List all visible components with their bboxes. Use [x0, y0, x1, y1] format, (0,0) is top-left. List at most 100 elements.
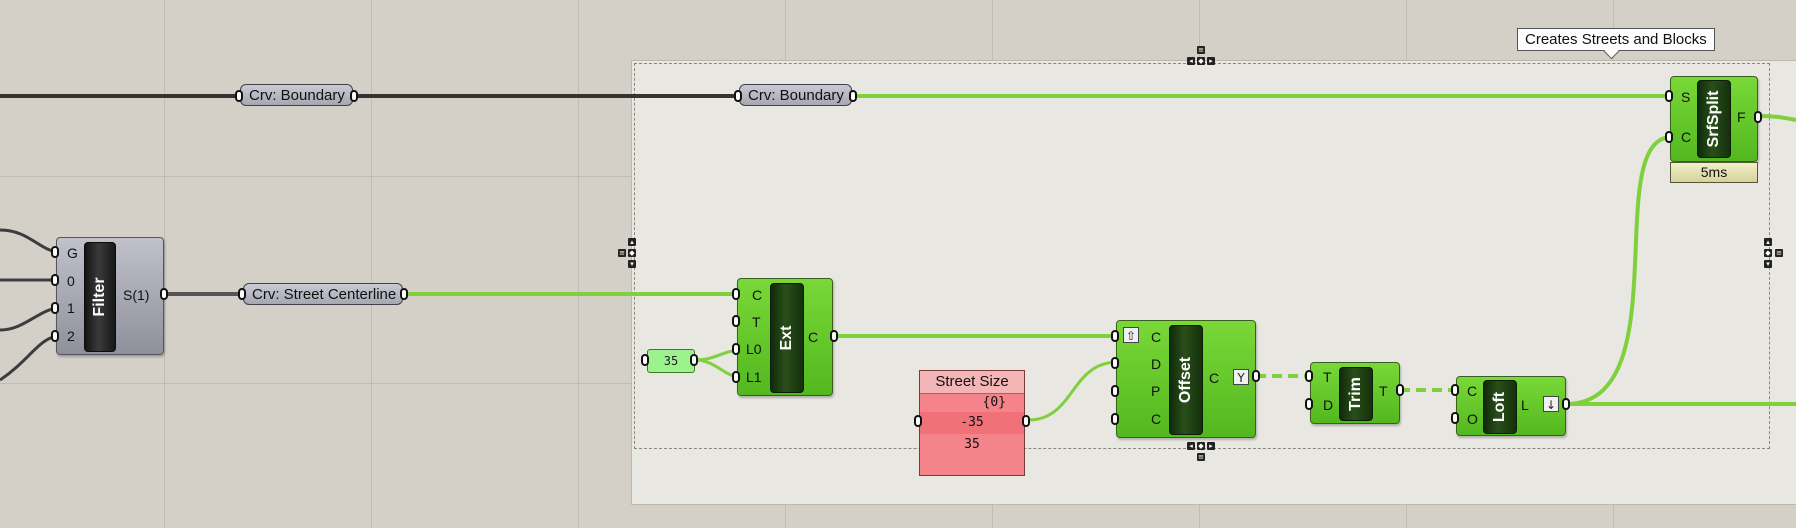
group-handle-bottom-3[interactable]: ▸ — [1207, 442, 1215, 450]
length-slider[interactable]: 35 — [647, 349, 695, 373]
offset-grip-out[interactable] — [1252, 370, 1260, 382]
slider-grip-out[interactable] — [690, 354, 698, 366]
flatten-arrow-down-icon[interactable]: ↓ — [1543, 396, 1559, 412]
srfsplit-input-c[interactable]: C — [1681, 129, 1692, 145]
slider-grip-in[interactable] — [641, 354, 649, 366]
group-handle-left-4[interactable]: ▾ — [628, 260, 636, 268]
panel-title: Street Size — [920, 371, 1024, 394]
offset-input-c2[interactable]: C — [1151, 411, 1162, 427]
offset-grip-p[interactable] — [1111, 385, 1119, 397]
panel-grip-out[interactable] — [1022, 415, 1030, 427]
offset-grip-c1[interactable] — [1111, 330, 1119, 342]
ext-grip-t[interactable] — [732, 315, 740, 327]
loft-component[interactable]: Loft C O L ↓ — [1456, 376, 1566, 436]
group-handle-left-1[interactable]: ▴ — [628, 238, 636, 246]
srfsplit-grip-c[interactable] — [1665, 131, 1673, 143]
offset-input-c1[interactable]: C — [1151, 329, 1162, 345]
group-handle-right-1[interactable]: ▴ — [1764, 238, 1772, 246]
offset-input-p[interactable]: P — [1151, 383, 1161, 399]
trim-input-d[interactable]: D — [1323, 397, 1334, 413]
group-handle-bottom-2[interactable]: ◆ — [1197, 442, 1205, 450]
filter-input-2[interactable]: 2 — [67, 328, 75, 344]
street-size-panel[interactable]: Street Size {0} -35 35 — [919, 370, 1025, 476]
ext-input-l0[interactable]: L0 — [746, 341, 762, 357]
filter-input-0[interactable]: 0 — [67, 273, 75, 289]
srfsplit-output-f[interactable]: F — [1737, 109, 1746, 125]
centerline-relay-in[interactable] — [238, 288, 246, 300]
filter-grip-1[interactable] — [51, 302, 59, 314]
filter-grip-out[interactable] — [160, 288, 168, 300]
offset-name: Offset — [1177, 356, 1194, 404]
srfsplit-input-s[interactable]: S — [1681, 89, 1691, 105]
group-handle-left-3[interactable]: ◆ — [628, 249, 636, 257]
group-handle-right-3[interactable]: ≡ — [1775, 249, 1783, 257]
group-handle-right-4[interactable]: ▾ — [1764, 260, 1772, 268]
loft-output-l[interactable]: L — [1521, 397, 1529, 413]
centerline-relay-out[interactable] — [400, 288, 408, 300]
filter-grip-0[interactable] — [51, 274, 59, 286]
loft-input-c[interactable]: C — [1467, 383, 1478, 399]
trim-grip-t[interactable] — [1305, 370, 1313, 382]
ext-grip-l1[interactable] — [732, 371, 740, 383]
ext-output-c[interactable]: C — [808, 329, 819, 345]
boundary-relay-1-out[interactable] — [350, 90, 358, 102]
group-handle-left-2[interactable]: ≡ — [618, 249, 626, 257]
trim-component[interactable]: Trim T D T — [1310, 362, 1400, 424]
group-handle-top-2[interactable]: ◂ — [1187, 57, 1195, 65]
group-handle-top-4[interactable]: ▸ — [1207, 57, 1215, 65]
filter-input-1[interactable]: 1 — [67, 300, 75, 316]
filter-core: Filter — [84, 242, 116, 352]
offset-component[interactable]: ⇧ Offset C D P C C Y — [1116, 320, 1256, 438]
offset-core: Offset — [1169, 325, 1203, 435]
filter-grip-2[interactable] — [51, 330, 59, 342]
srfsplit-grip-s[interactable] — [1665, 90, 1673, 102]
ext-input-l1[interactable]: L1 — [746, 369, 762, 385]
group-handle-bottom-4[interactable]: ≡ — [1197, 453, 1205, 461]
boundary-relay-1-in[interactable] — [235, 90, 243, 102]
wire-panel-to-offset — [1027, 360, 1119, 422]
trim-grip-out[interactable] — [1396, 384, 1404, 396]
trim-grip-d[interactable] — [1305, 398, 1313, 410]
ext-core: Ext — [770, 283, 804, 393]
panel-grip-in[interactable] — [914, 415, 922, 427]
offset-input-d[interactable]: D — [1151, 356, 1162, 372]
ext-grip-out[interactable] — [830, 330, 838, 342]
filter-component[interactable]: Filter G 0 1 2 S(1) — [56, 237, 164, 355]
boundary-relay-1[interactable]: Crv: Boundary — [240, 84, 353, 106]
trim-core: Trim — [1339, 367, 1373, 421]
group-tooltip: Creates Streets and Blocks — [1517, 28, 1715, 51]
offset-grip-c2[interactable] — [1111, 413, 1119, 425]
srfsplit-profiler-badge: 5ms — [1670, 162, 1758, 183]
group-handle-top-1[interactable]: ≡ — [1197, 46, 1205, 54]
boundary-relay-2-out[interactable] — [849, 90, 857, 102]
loft-grip-c[interactable] — [1451, 384, 1459, 396]
srfsplit-component[interactable]: SrfSplit S C F — [1670, 76, 1758, 162]
loft-input-o[interactable]: O — [1467, 411, 1478, 427]
group-handle-bottom-1[interactable]: ◂ — [1187, 442, 1195, 450]
offset-output-c[interactable]: C — [1209, 370, 1220, 386]
boundary-relay-2[interactable]: Crv: Boundary — [739, 84, 852, 106]
srfsplit-grip-out[interactable] — [1754, 111, 1762, 123]
ext-grip-c[interactable] — [732, 288, 740, 300]
simplify-icon[interactable]: Y — [1233, 369, 1249, 385]
graft-arrow-up-icon[interactable]: ⇧ — [1123, 327, 1139, 343]
centerline-relay[interactable]: Crv: Street Centerline — [243, 283, 403, 305]
filter-output-s[interactable]: S(1) — [123, 287, 150, 303]
trim-input-t[interactable]: T — [1323, 369, 1332, 385]
filter-input-g[interactable]: G — [67, 245, 78, 261]
ext-component[interactable]: Ext C T L0 L1 C — [737, 278, 833, 396]
loft-grip-o[interactable] — [1451, 412, 1459, 424]
group-handle-top-3[interactable]: ◆ — [1197, 57, 1205, 65]
offset-grip-d[interactable] — [1111, 357, 1119, 369]
boundary-relay-2-in[interactable] — [734, 90, 742, 102]
trim-output-t[interactable]: T — [1379, 383, 1388, 399]
filter-grip-g[interactable] — [51, 246, 59, 258]
trim-name: Trim — [1347, 377, 1364, 411]
group-handle-right-2[interactable]: ◆ — [1764, 249, 1772, 257]
ext-input-t[interactable]: T — [752, 314, 761, 330]
panel-value-0: -35 — [920, 412, 1024, 434]
ext-grip-l0[interactable] — [732, 343, 740, 355]
loft-grip-out[interactable] — [1562, 398, 1570, 410]
ext-input-c[interactable]: C — [752, 287, 763, 303]
